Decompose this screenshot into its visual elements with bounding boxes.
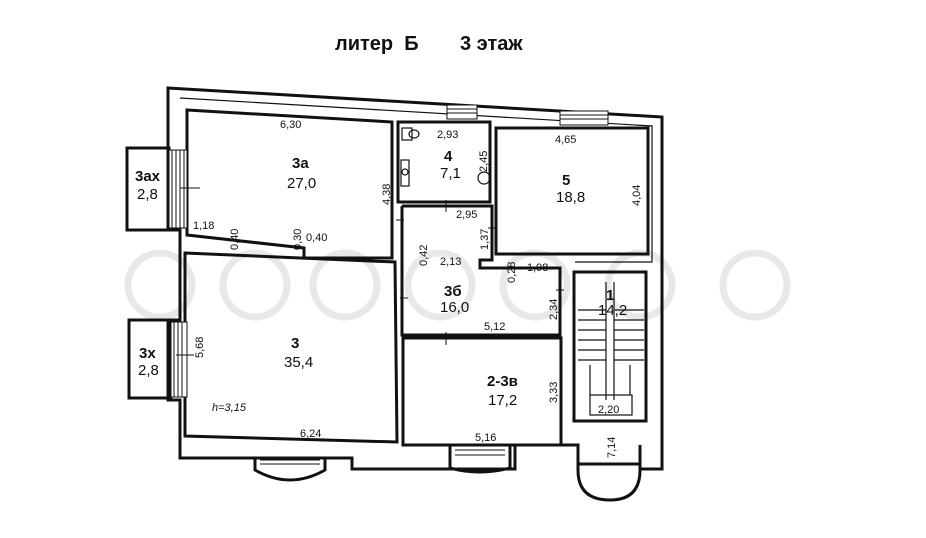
- bay-window-left: [253, 458, 327, 482]
- room-3b-label: 3б: [444, 283, 462, 300]
- dim-234: 2,34: [548, 299, 560, 320]
- dim-137: 1,37: [479, 229, 491, 250]
- window-top-right: [559, 110, 609, 126]
- interior-walls: [183, 108, 650, 447]
- room-3-area: 35,4: [284, 354, 313, 371]
- room-3ax-label: 3ах: [135, 168, 161, 185]
- closet-3ax: [125, 146, 188, 232]
- dim-220: 2,20: [598, 404, 619, 416]
- stair-steps: [578, 282, 644, 416]
- shower-icon: [477, 171, 491, 185]
- sink-icon: [400, 159, 410, 187]
- toilet-icon: [401, 127, 420, 141]
- dim-624: 6,24: [300, 428, 321, 440]
- dim-714: 7,14: [606, 437, 618, 458]
- room-3x-label: 3х: [139, 345, 156, 362]
- dim-516: 5,16: [475, 432, 496, 444]
- dim-028: 0,28: [506, 262, 518, 283]
- room-3b-area: 16,0: [440, 299, 469, 316]
- closet-3x: [127, 318, 188, 400]
- dim-333: 3,33: [548, 382, 560, 403]
- room-1-label: 1: [606, 287, 614, 304]
- height-label: h=3,15: [212, 402, 247, 414]
- dim-042: 0,42: [418, 245, 430, 266]
- dim-465: 4,65: [555, 134, 576, 146]
- room-4-area: 7,1: [440, 165, 461, 182]
- room-5-area: 18,8: [556, 189, 585, 206]
- room-4-label: 4: [444, 148, 453, 165]
- room-3x-area: 2,8: [138, 362, 159, 379]
- dim-245: 2,45: [478, 151, 490, 172]
- dimension-ticks: [176, 187, 564, 356]
- dim-040b: 0,40: [306, 232, 327, 244]
- building-title: литер Б: [335, 33, 419, 55]
- room-3a-label: 3а: [292, 155, 309, 172]
- floor-title: 3 этаж: [460, 33, 523, 55]
- room-3a-area: 27,0: [287, 175, 316, 192]
- dim-295: 2,95: [456, 209, 477, 221]
- room-3ax-area: 2,8: [137, 186, 158, 203]
- dim-630: 6,30: [280, 119, 301, 131]
- bay-window-right: [448, 445, 512, 474]
- dim-512: 5,12: [484, 321, 505, 333]
- dim-404: 4,04: [631, 185, 643, 206]
- room-2-3v-area: 17,2: [488, 392, 517, 409]
- dim-568: 5,68: [194, 337, 206, 358]
- dim-040a: 0,40: [229, 229, 241, 250]
- dim-198: 1,98: [527, 262, 548, 274]
- stair-tower: [576, 445, 642, 502]
- dim-438: 4,38: [381, 184, 393, 205]
- room-1-area: 14,2: [598, 302, 627, 319]
- window-top-left: [446, 104, 478, 120]
- room-3-label: 3: [291, 335, 299, 352]
- dim-293: 2,93: [437, 129, 458, 141]
- room-2-3v-label: 2-3в: [487, 373, 518, 390]
- dim-118: 1,18: [193, 220, 214, 232]
- room-5-label: 5: [562, 172, 570, 189]
- dim-213: 2,13: [440, 256, 461, 268]
- dim-030: 0,30: [292, 229, 304, 250]
